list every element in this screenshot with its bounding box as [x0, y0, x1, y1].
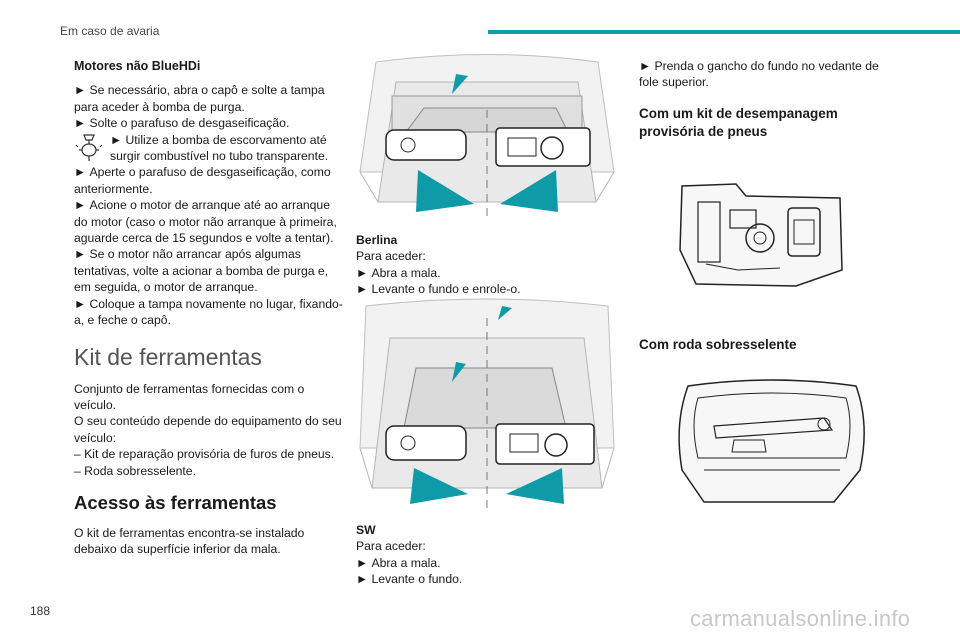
berlina-label: Berlina	[356, 233, 398, 247]
trunk-illustration-berlina	[356, 52, 618, 226]
priming-pump-icon	[75, 134, 103, 161]
step-retry: Se o motor não arrancar após algumas ten…	[74, 246, 344, 295]
step-tighten-screw: Aperte o parafuso de desgaseificação, co…	[74, 164, 344, 197]
step-use-pump: Utilize a bomba de escorvamento até surg…	[110, 132, 344, 165]
spare-wheel-tray-illustration	[674, 378, 870, 510]
berlina-step-lift: Levante o fundo e enrole-o.	[356, 281, 624, 297]
step-starter: Acione o motor de arranque até ao arranq…	[74, 197, 344, 246]
kit-intro-1: Conjunto de ferramentas fornecidas com o…	[74, 381, 305, 412]
trunk-illustration-sw	[356, 298, 618, 512]
kit-intro-2: O seu conteúdo depende do equipamento do…	[74, 414, 342, 445]
page-number: 188	[30, 604, 51, 618]
step-refit-cover: Coloque a tampa novamente no lugar, fixa…	[74, 296, 344, 329]
sw-step-lift: Levante o fundo.	[356, 571, 624, 587]
berlina-access: Para aceder:	[356, 249, 426, 264]
kit-item-repair: – Kit de reparação provisória de furos d…	[74, 447, 335, 462]
heading-tool-kit: Kit de ferramentas	[74, 343, 262, 370]
subheading-non-bluehdi: Motores não BlueHDi	[74, 59, 201, 73]
step-loosen-screw: Solte o parafuso de desgaseificação.	[74, 115, 344, 131]
column-middle-berlina: Berlina Para aceder: Abra a mala. Levant…	[356, 232, 624, 298]
column-left: Motores não BlueHDi Se necessário, abra …	[74, 58, 344, 558]
column-middle-sw: SW Para aceder: Abra a mala. Levante o f…	[356, 522, 624, 588]
sw-step-open: Abra a mala.	[356, 555, 624, 571]
berlina-step-open: Abra a mala.	[356, 265, 624, 281]
access-text: O kit de ferramentas encontra-se instala…	[74, 525, 305, 557]
watermark-text: carmanualsonline.info	[690, 606, 911, 631]
section-title: Em caso de avaria	[60, 24, 160, 38]
column-right: Prenda o gancho do fundo no vedante de f…	[639, 58, 894, 145]
kit-item-spare: – Roda sobresselente.	[74, 463, 196, 478]
sw-label: SW	[356, 523, 376, 537]
header-accent-bar	[488, 30, 960, 34]
sw-access: Para aceder:	[356, 539, 426, 554]
heading-spare-wheel: Com roda sobresselente	[639, 337, 797, 352]
spare-heading-block: Com roda sobresselente	[639, 336, 894, 358]
priming-pump-step: Utilize a bomba de escorvamento até surg…	[74, 132, 344, 165]
repair-kit-tray-illustration	[676, 180, 846, 292]
step-hook-floor: Prenda o gancho do fundo no vedante de f…	[639, 58, 894, 91]
heading-tool-access: Acesso às ferramentas	[74, 491, 277, 513]
heading-repair-kit: Com um kit de desempanagem provisória de…	[639, 105, 838, 139]
step-open-hood: Se necessário, abra o capô e solte a tam…	[74, 82, 344, 115]
